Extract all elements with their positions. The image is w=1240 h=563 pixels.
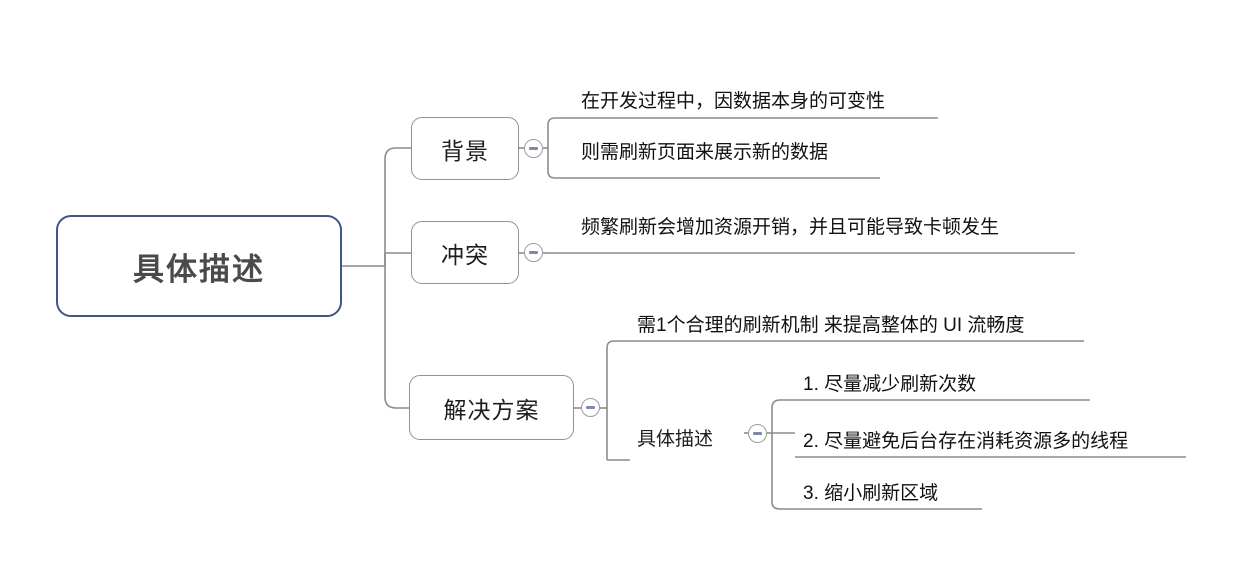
branch-node-conflict-label: 冲突: [441, 241, 489, 268]
branch-node-background-label: 背景: [441, 137, 489, 164]
minus-icon: [529, 147, 538, 150]
leaf-conflict-1[interactable]: 频繁刷新会增加资源开销，并且可能导致卡顿发生: [581, 217, 1000, 238]
branch-node-conflict[interactable]: 冲突: [411, 221, 519, 284]
branch-node-solution[interactable]: 解决方案: [409, 375, 574, 440]
minus-icon: [753, 432, 762, 435]
leaf-detail-item-2[interactable]: 2. 尽量避免后台存在消耗资源多的线程: [803, 431, 1129, 452]
collapse-toggle-icon-conflict[interactable]: [524, 243, 543, 262]
leaf-detail-item-1[interactable]: 1. 尽量减少刷新次数: [803, 374, 977, 395]
collapse-toggle-icon-background[interactable]: [524, 139, 543, 158]
minus-icon: [529, 251, 538, 254]
collapse-toggle-icon-detail[interactable]: [748, 424, 767, 443]
root-node[interactable]: 具体描述: [56, 215, 342, 317]
leaf-solution-1[interactable]: 需1个合理的刷新机制 来提高整体的 UI 流畅度: [637, 315, 1025, 336]
leaf-background-2[interactable]: 则需刷新页面来展示新的数据: [581, 142, 829, 163]
branch-node-solution-label: 解决方案: [443, 396, 540, 423]
collapse-toggle-icon-solution[interactable]: [581, 398, 600, 417]
leaf-background-1[interactable]: 在开发过程中，因数据本身的可变性: [581, 91, 886, 112]
minus-icon: [586, 406, 595, 409]
leaf-detail-item-3[interactable]: 3. 缩小刷新区域: [803, 483, 939, 504]
branch-node-background[interactable]: 背景: [411, 117, 519, 180]
sub-node-detail-description[interactable]: 具体描述: [637, 429, 714, 450]
root-node-label: 具体描述: [133, 251, 265, 287]
